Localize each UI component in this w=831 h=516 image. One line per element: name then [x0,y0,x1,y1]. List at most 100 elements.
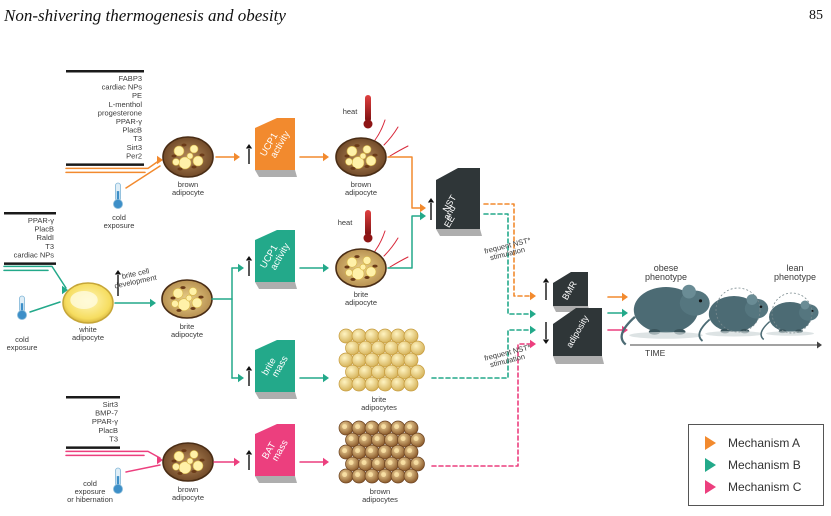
lipid-droplet [368,448,374,454]
cold-thermometer-icon [17,295,27,320]
brite-adipocyte [161,279,213,319]
lipid-droplet [359,263,367,271]
brite-adipocyte-label: brite [354,290,369,299]
tissue-cell [403,376,419,392]
mouse-shadow [629,331,703,339]
mouse-eye [698,299,703,303]
lipid-droplet [394,472,400,478]
tag-shadow [255,392,297,399]
green-arrow-icon [62,285,68,295]
thermometer-tube [365,95,371,122]
mouse-ear [746,294,758,305]
cold-exposure-label: or hibernation [67,495,113,504]
heat-wave-icon [383,126,399,146]
mitochondrion [181,449,187,453]
lipid-droplet [346,146,358,157]
increase-arrow-icon [542,278,550,283]
legend-label: Mechanism C [728,480,802,494]
green-dashed-connector [483,213,531,315]
list-entry: cardiac NPs [102,83,143,92]
mouse-shadow [766,331,814,336]
lipid-droplet [192,155,204,167]
lipid-droplet [413,436,419,442]
lipid-droplet [348,460,354,466]
thermometer-fill [20,303,24,312]
brown-adipocyte-label: adipocyte [172,493,204,502]
obese-phenotype-label: phenotype [645,272,687,282]
mouse-eye [759,305,763,309]
legend-label: Mechanism B [728,458,801,472]
green-arrow-icon [323,373,329,383]
lipid-droplet [362,145,372,154]
lipid-droplet [345,157,353,166]
green-connector [387,215,421,269]
bmr-tag: BMR [553,272,590,312]
lipid-droplet [189,144,199,154]
mitochondrion [354,144,360,148]
mitochondrion [199,153,205,157]
lipid-droplet [394,448,400,454]
heat-thermometer-icon [363,210,373,243]
pink-connector [65,450,161,459]
lipid-droplet [342,424,348,430]
legend-box: Mechanism A Mechanism B Mechanism C [688,424,824,506]
tissue-cell [338,376,354,392]
lipid-droplet [387,436,393,442]
lipid-droplet [185,294,193,302]
mitochondrion [171,154,177,158]
lean-mouse-icon [760,300,819,341]
lipid-droplet [413,460,419,466]
tag-shadow [255,282,297,289]
lipid-droplet [192,460,204,472]
list-top-bar [66,70,144,73]
lipid-droplet [355,448,361,454]
brite-adipocyte-label: brite [180,322,195,331]
lipid-droplet [70,291,98,309]
brown-adipocyte-label: brown [351,180,371,189]
brown-adipocyte-bottom [162,442,214,482]
mitochondrion [199,458,205,462]
tag-body [553,272,588,306]
lipid-droplet [342,448,348,454]
brite-adipocytes-label: adipocytes [361,403,397,412]
list-bottom-bar [4,262,56,265]
thermometer-fill [116,191,120,201]
list-entry: cardiac NPs [14,250,55,259]
tag-shadow [255,170,297,177]
list-entry: BMP-7 [95,409,118,418]
list-entry: T3 [45,242,54,251]
cold-exposure-label: exposure [104,221,135,230]
brown-adipocyte-label: brown [178,180,198,189]
green-arrow-icon [150,298,156,308]
lipid-droplet [172,462,180,471]
outline-circle [715,287,761,333]
mitochondrion [191,470,197,473]
lipid-droplet [348,436,354,442]
adiposity-tag: adiposity [553,308,604,364]
list-entry: progesterone [98,108,142,117]
orange-connector [125,165,161,189]
time-label: TIME [645,348,666,358]
list-top-bar [4,212,56,215]
brown-adipocyte-top [162,136,214,178]
list-entry: FABP3 [119,74,142,83]
lipid-droplet [189,450,199,459]
lipid-droplet [173,450,185,462]
mitochondrion [177,167,183,171]
pink-arrow-icon [157,455,163,465]
tissue-cell [364,376,380,392]
list-entry: Per2 [126,151,142,160]
mouse-eye [811,309,814,313]
lipid-droplet [400,436,406,442]
lipid-droplet [387,460,393,466]
list-entry: RaldI [36,233,54,242]
lipid-droplet [191,297,203,309]
white-adipocyte-label: white [78,325,97,334]
brown-adipocytes-label: brown [370,487,390,496]
list-entry: PlacB [122,126,142,135]
heat-thermometer-icon [363,95,373,129]
mitochondrion [364,276,370,279]
increase-arrow-icon [245,450,253,455]
